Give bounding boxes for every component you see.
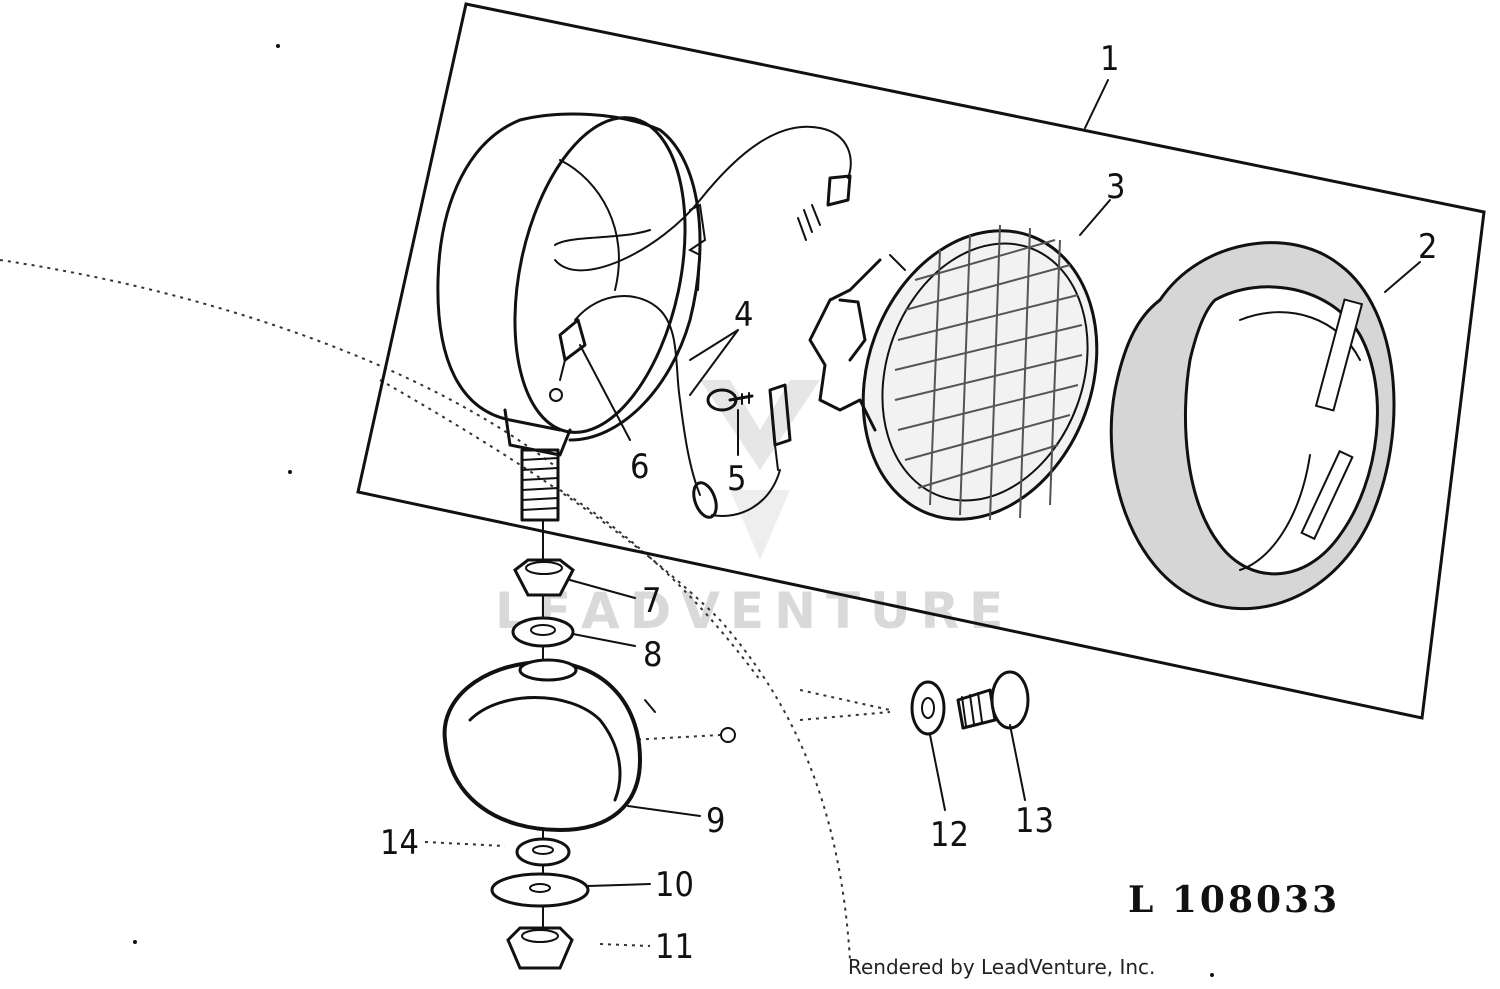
callout-14: 14 xyxy=(380,823,419,863)
callout-8: 8 xyxy=(643,635,662,675)
callout-1: 1 xyxy=(1100,39,1119,79)
callout-5: 5 xyxy=(727,459,746,499)
lamp-housing xyxy=(436,112,852,522)
ground-wire xyxy=(679,383,792,519)
nut-11 xyxy=(506,926,574,970)
drawing-number: L 108033 xyxy=(1128,879,1340,921)
washer-10 xyxy=(490,872,590,908)
retaining-ring xyxy=(1109,241,1396,611)
credit-text: Rendered by LeadVenture, Inc. xyxy=(848,955,1155,979)
callout-2: 2 xyxy=(1418,227,1437,267)
callout-7: 7 xyxy=(642,581,661,621)
lockwasher-12 xyxy=(910,680,946,736)
lockwasher-14 xyxy=(515,837,571,867)
callout-numbers: 1 2 3 4 5 6 7 8 9 10 11 12 13 14 xyxy=(380,39,1437,967)
nut-7 xyxy=(513,558,575,597)
washer-8 xyxy=(511,616,575,648)
mount-shell-9 xyxy=(442,658,736,833)
bolt-13 xyxy=(956,670,1030,730)
callout-11: 11 xyxy=(655,927,694,967)
callout-9: 9 xyxy=(706,801,725,841)
callout-6: 6 xyxy=(630,447,649,487)
callout-13: 13 xyxy=(1015,801,1054,841)
callout-12: 12 xyxy=(930,815,969,855)
callout-3: 3 xyxy=(1106,167,1125,207)
assembly-box xyxy=(356,2,1486,720)
guide-lines xyxy=(0,44,1214,977)
sealed-beam xyxy=(808,224,1099,521)
leader-lines xyxy=(569,79,1421,887)
callout-10: 10 xyxy=(655,865,694,905)
callout-4: 4 xyxy=(734,295,753,335)
